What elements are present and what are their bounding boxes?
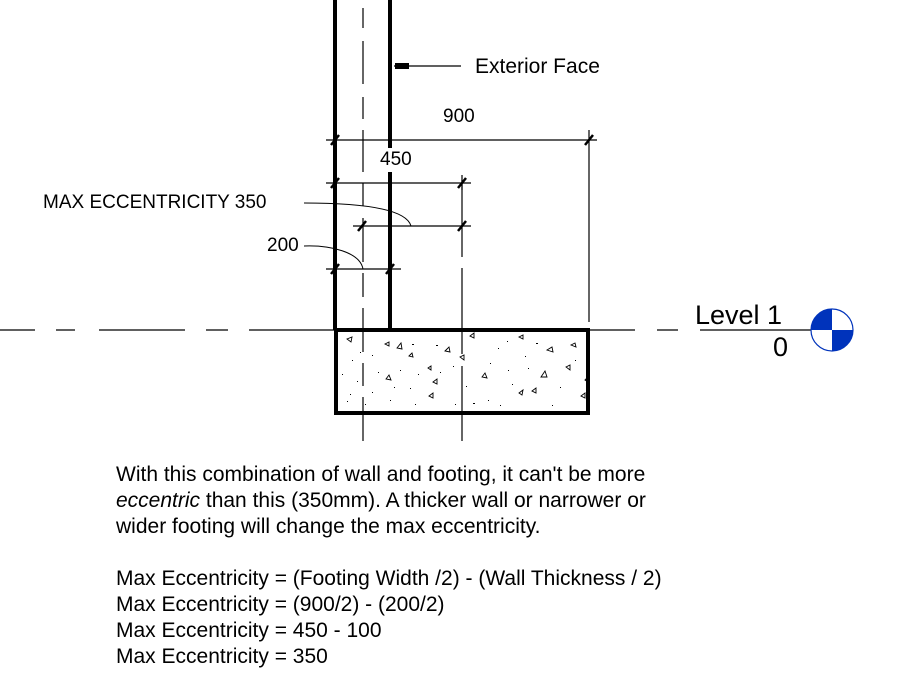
note-line-2: eccentric than this (350mm). A thicker w…	[116, 488, 662, 514]
explanation-notes: With this combination of wall and footin…	[116, 462, 662, 670]
level-name-label: Level 1	[695, 300, 783, 330]
note-line-2-rest: than this (350mm). A thicker wall or nar…	[200, 489, 646, 512]
level-head-marker-icon	[810, 308, 854, 352]
max-eccentricity-label: MAX ECCENTRICITY 350	[43, 192, 267, 213]
wall-thickness-dimension-label: 200	[267, 235, 299, 256]
note-line-3: wider footing will change the max eccent…	[116, 515, 541, 538]
dimension-200	[303, 245, 401, 275]
footing-width-dimension-label: 900	[443, 106, 475, 127]
half-footing-dimension-label: 450	[379, 149, 413, 170]
note-italic-word: eccentric	[116, 489, 201, 512]
formula-line-2: Max Eccentricity = (900/2) - (200/2)	[116, 593, 445, 616]
level-elevation-label: 0	[773, 332, 789, 362]
formula-line-4: Max Eccentricity = 350	[116, 645, 328, 668]
concrete-hatch-pattern	[346, 332, 589, 399]
exterior-face-label: Exterior Face	[475, 55, 600, 78]
dimension-900	[326, 130, 597, 322]
formula-line-1: Max Eccentricity = (Footing Width /2) - …	[116, 567, 662, 590]
formula-line-3: Max Eccentricity = 450 - 100	[116, 619, 382, 642]
wall	[333, 0, 392, 330]
dimension-450	[326, 175, 471, 190]
notes-spacer	[116, 540, 662, 566]
exterior-face-leader	[394, 63, 461, 69]
concrete-stipple	[342, 341, 576, 406]
note-line-1: With this combination of wall and footin…	[116, 463, 646, 486]
dimension-350	[303, 202, 471, 232]
